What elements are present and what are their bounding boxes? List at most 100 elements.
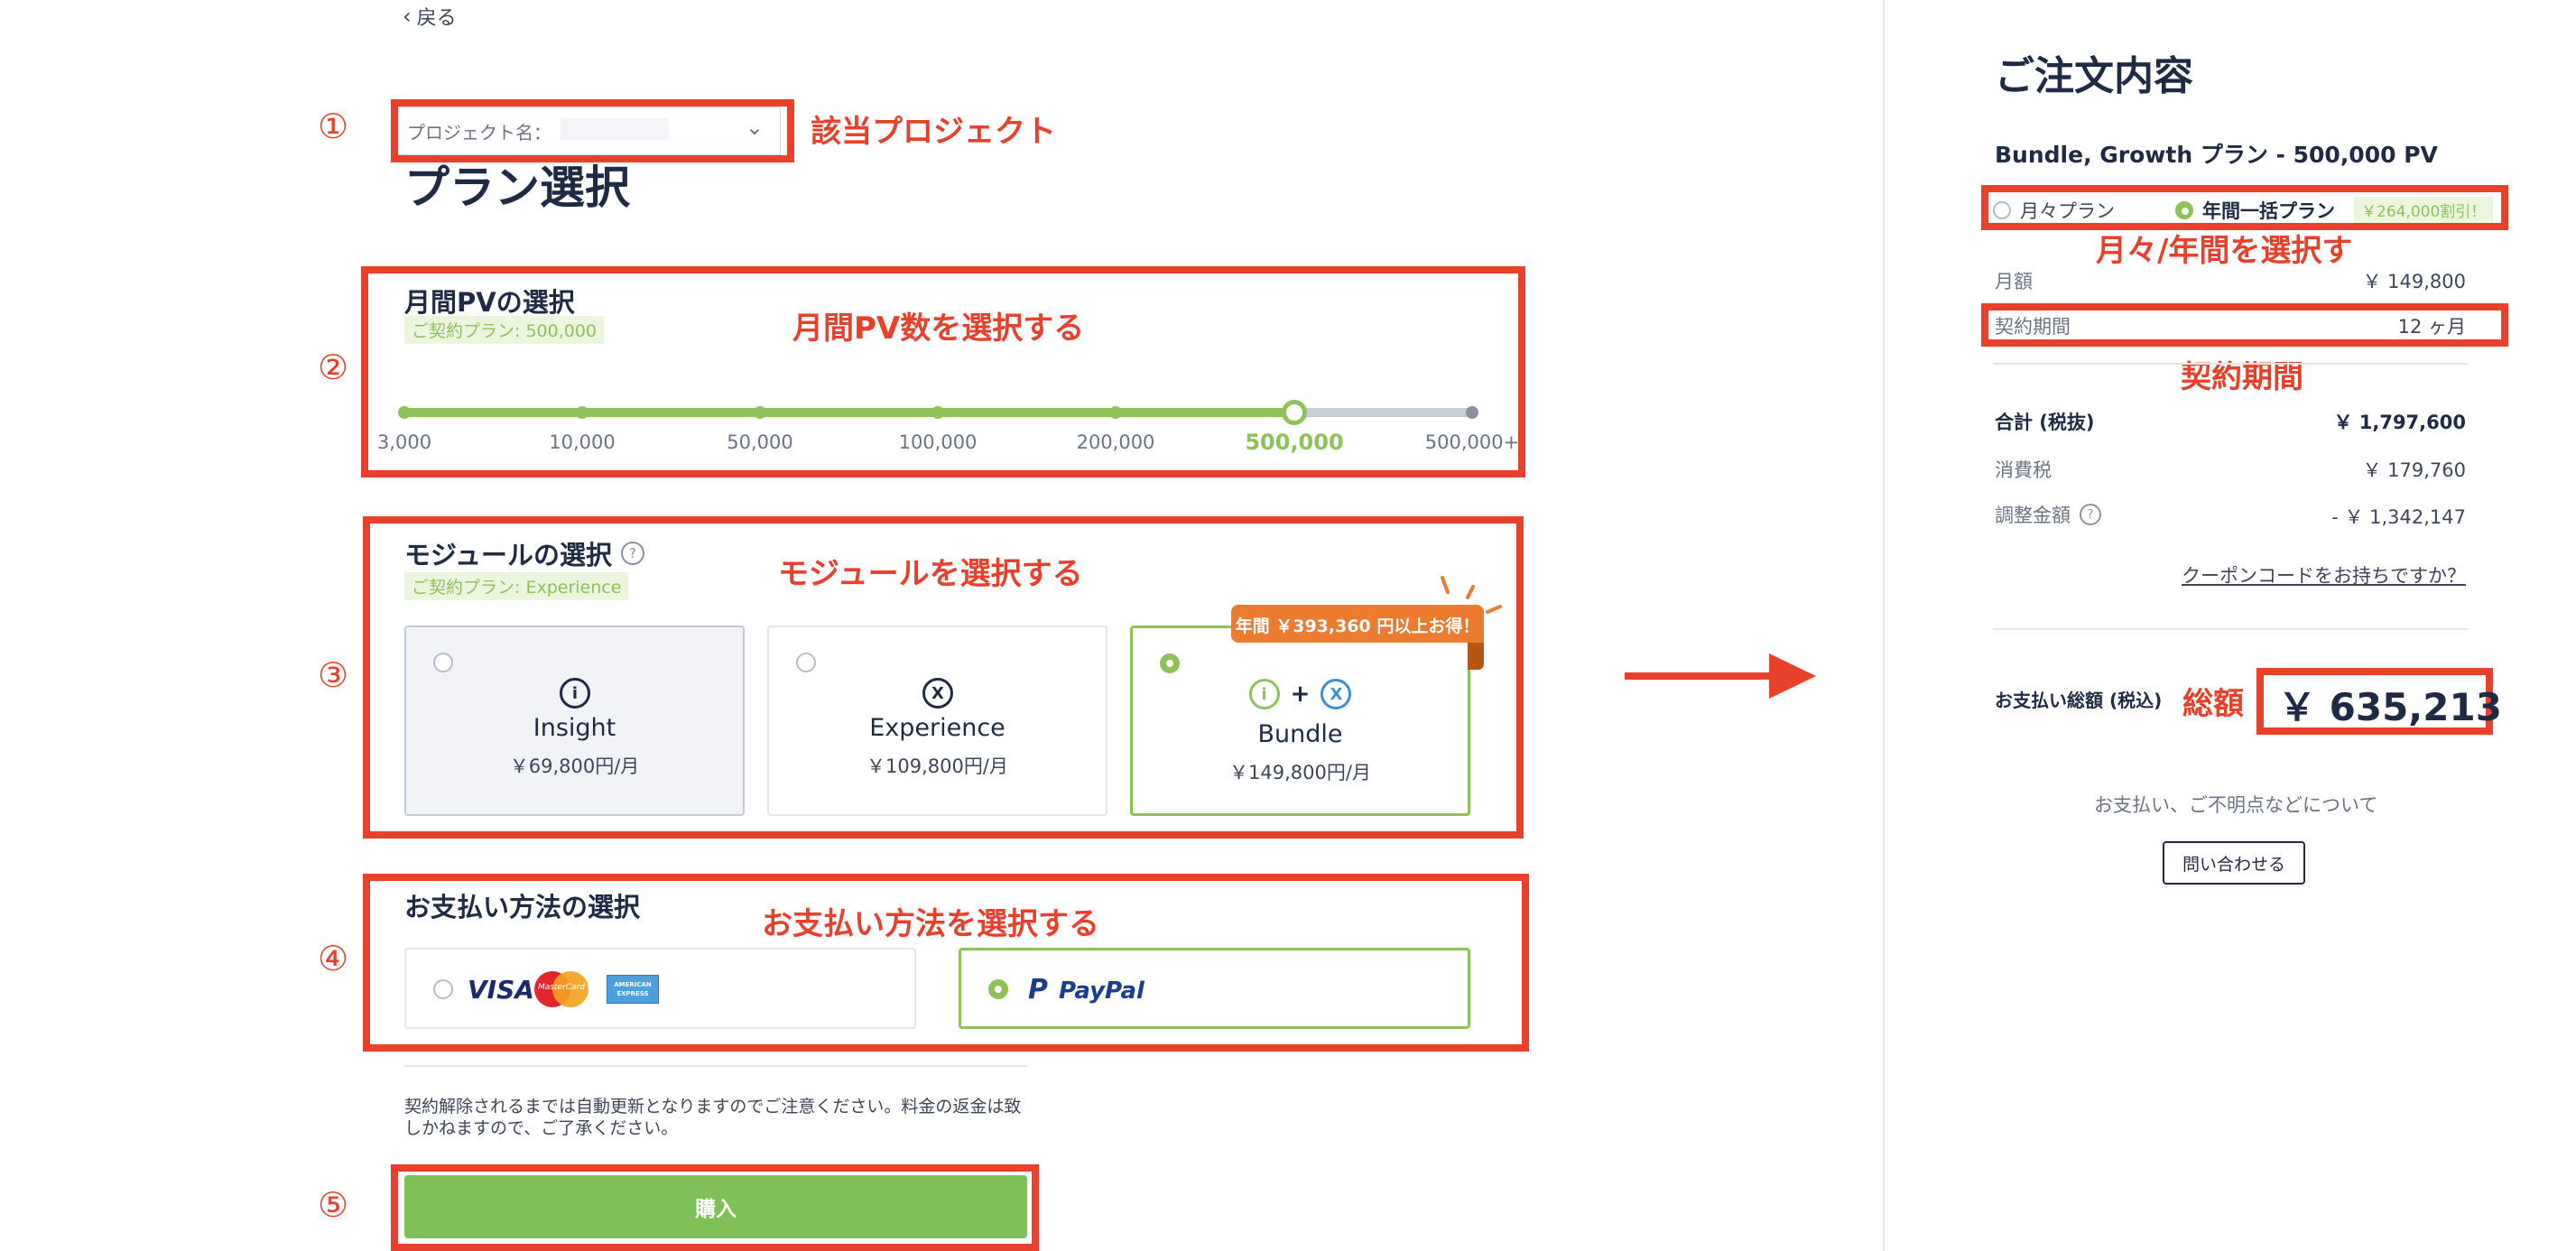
contact-button[interactable]: 問い合わせる [2163,841,2305,885]
pv-slider-handle[interactable] [1282,400,1307,425]
pv-tick-label: 500,000+ [1424,431,1520,453]
payment-option-paypal[interactable]: P PayPal [959,948,1470,1029]
help-text: お支払い、ご不明点などについて [2094,794,2378,816]
pv-slider-stop[interactable] [1466,406,1478,419]
payment-radio-card[interactable] [433,979,453,999]
annotation-project: 該当プロジェクト [811,114,1056,150]
plus-sign: + [1290,681,1311,708]
promo-ribbon-fold [1468,643,1484,670]
promo-ribbon-text: 年間 ￥393,360 円以上お得！ [1235,616,1480,636]
notice-divider [404,1065,1027,1067]
discount-badge: ￥264,000割引！ [2354,197,2494,223]
annotation-module: モジュールを選択する [778,556,1083,592]
module-card-price: ￥109,800円/月 [866,755,1008,777]
tax-label: 消費税 [1995,459,2052,481]
total-value: ￥ 635,213 [2278,685,2502,729]
summary-plan-name: Bundle, Growth プラン - 500,000 PV [1995,142,2438,168]
module-card-experience[interactable]: X Experience ￥109,800円/月 [767,626,1107,816]
pv-slider-stop[interactable] [1109,406,1122,419]
paypal-logo: PayPal [1059,978,1144,1005]
billing-radio-annual[interactable] [2175,201,2193,219]
subtotal-value: ￥ 1,797,600 [2333,412,2466,433]
pv-tick-label: 100,000 [898,431,978,453]
summary-title: ご注文内容 [1995,53,2193,99]
annotation-billing: 月々/年間を選択す [2096,233,2353,269]
billing-option-monthly[interactable]: 月々プラン [1993,197,2115,224]
billing-option-monthly-label: 月々プラン [2020,200,2115,222]
module-radio-bundle[interactable] [1160,653,1180,673]
module-card-price: ￥149,800円/月 [1229,762,1371,783]
insight-icon: i [1248,679,1280,709]
annotation-box-project [391,99,794,162]
module-card-bundle[interactable]: i + X Bundle ￥149,800円/月 [1130,626,1470,816]
pv-slider-stop[interactable] [931,406,944,419]
page-title: プラン選択 [404,162,630,214]
payment-radio-paypal[interactable] [988,979,1008,999]
pv-tick-label: 50,000 [727,431,793,453]
module-card-insight[interactable]: i Insight ￥69,800円/月 [404,626,745,816]
module-card-name: Experience [869,714,1005,742]
pv-slider-stop[interactable] [398,406,411,419]
adjustment-value: - ￥ 1,342,147 [2331,506,2466,528]
module-radio-experience[interactable] [796,653,816,672]
contract-period-label: 契約期間 [1995,316,2071,338]
pv-slider-fill [404,408,1294,417]
chevron-left-icon: ‹ [403,4,412,29]
adjustment-label: 調整金額 [1995,505,2071,526]
payment-option-card[interactable]: VISA MasterCard AMERICAN EXPRESS [404,948,916,1029]
module-card-name: Insight [533,714,616,742]
monthly-fee-value: ￥ 149,800 [2362,271,2466,292]
module-card-name: Bundle [1257,720,1343,748]
billing-option-annual-label: 年間一括プラン [2202,200,2335,222]
module-section-title: モジュールの選択 ? [404,534,644,572]
adjustment-label-group: 調整金額 ? [1995,501,2101,528]
help-icon[interactable]: ? [2080,504,2101,525]
module-card-price: ￥69,800円/月 [509,755,640,777]
contact-button-label: 問い合わせる [2182,854,2285,875]
insight-icon: i [560,678,590,709]
annotation-period: 契約期間 [2181,359,2303,395]
annotation-pv: 月間PV数を選択する [792,310,1085,347]
back-link[interactable]: ‹ 戻る [403,2,457,31]
total-label: お支払い総額 (税込) [1995,690,2163,711]
step-number-1: ① [318,107,349,146]
step-number-2: ② [318,348,349,387]
annotation-box-payment [363,874,1529,1052]
coupon-link[interactable]: クーポンコードをお持ちですか？ [2182,565,2466,587]
pv-tick-label: 3,000 [376,431,432,453]
billing-radio-monthly[interactable] [1993,201,2011,219]
annotation-payment: お支払い方法を選択する [762,906,1099,942]
pv-current-plan-badge: ご契約プラン: 500,000 [404,316,605,344]
billing-option-annual[interactable]: 年間一括プラン [2175,197,2335,224]
annotation-box-total [2256,668,2493,735]
experience-icon: X [1320,679,1352,709]
purchase-button-label: 購入 [695,1198,737,1221]
annotation-box-purchase [391,1164,1039,1251]
pv-tick-label: 200,000 [1076,431,1155,453]
summary-divider [1993,363,2468,365]
promo-ribbon: 年間 ￥393,360 円以上お得！ [1231,605,1484,643]
project-select[interactable]: プロジェクト名： ⌄ [397,107,781,155]
purchase-button[interactable]: 購入 [404,1175,1027,1238]
help-icon[interactable]: ? [620,542,644,565]
annotation-box-billing [1981,185,2508,230]
step-number-5: ⑤ [318,1185,349,1225]
summary-divider [1993,628,2468,630]
contract-period-value: 12 ヶ月 [2397,316,2466,338]
module-section-title-text: モジュールの選択 [404,540,612,570]
back-link-label: 戻る [416,7,457,30]
module-radio-insight[interactable] [433,653,453,672]
pv-slider-stop[interactable] [754,406,766,419]
tax-value: ￥ 179,760 [2362,459,2466,481]
payment-section-title: お支払い方法の選択 [404,892,641,922]
pv-section-title: 月間PVの選択 [404,287,575,318]
arrow-right-icon [1625,653,1816,699]
step-number-3: ③ [318,655,349,695]
mastercard-logo: MasterCard [534,971,588,1007]
paypal-icon: P [1028,974,1048,1005]
visa-logo: VISA [468,975,534,1005]
module-current-plan-badge: ご契約プラン: Experience [404,572,629,600]
pv-slider-stop[interactable] [576,406,588,419]
annotation-box-period [1981,303,2508,347]
chevron-down-icon: ⌄ [745,115,764,140]
